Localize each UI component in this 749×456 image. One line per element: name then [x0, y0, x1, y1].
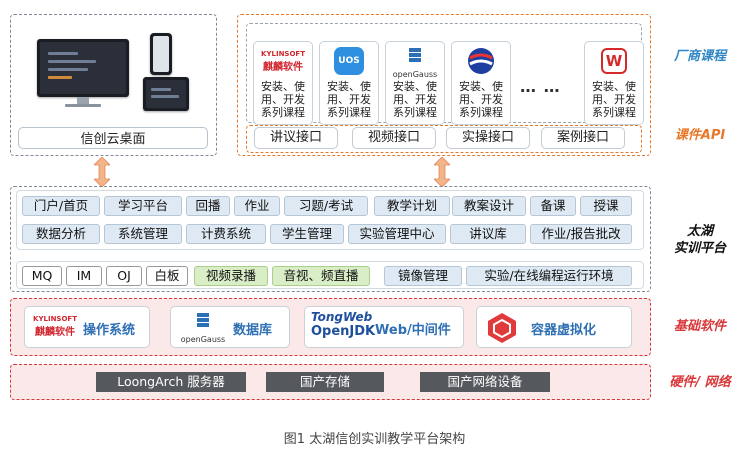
vendor-card-text: 安装、使 用、开发 系列课程	[393, 80, 437, 119]
monitor-stand	[77, 97, 89, 105]
container-icon	[488, 313, 516, 343]
more-vendors-ellipsis: … …	[520, 77, 561, 96]
wps-logo-text: W	[605, 52, 623, 70]
base-software-middleware[interactable]: TongWeb OpenJDK Web/中间件	[304, 306, 464, 348]
tile-system-management[interactable]: 系统管理	[104, 224, 182, 244]
tile-lecture-library[interactable]: 讲议库	[450, 224, 526, 244]
kylinsoft-logo-cn: 麒麟软件	[35, 327, 75, 338]
tongweb-logo: TongWeb OpenJDK	[311, 310, 375, 339]
base-software-container[interactable]: 容器虚拟化	[476, 306, 632, 348]
api-practice-button[interactable]: 实操接口	[446, 127, 530, 149]
tile-oj[interactable]: OJ	[106, 266, 142, 286]
vendor-card-4[interactable]: 安装、使 用、开发 系列课程	[451, 41, 511, 125]
vendor-course-panel: KYLINSOFT 麒麟软件 安装、使 用、开发 系列课程 UOS 安装、使 用…	[237, 14, 651, 156]
base-software-os[interactable]: KYLINSOFT 麒麟软件 操作系统	[24, 306, 150, 348]
openjdk-logo-text: OpenJDK	[311, 324, 376, 339]
tile-exercise-exam[interactable]: 习题/考试	[284, 196, 368, 216]
tongweb-logo-text: TongWeb	[311, 310, 373, 324]
kylinsoft-logo: KYLINSOFT 麒麟软件	[260, 46, 306, 76]
tile-mq[interactable]: MQ	[22, 266, 62, 286]
uos-logo: UOS	[326, 46, 372, 76]
kylinsoft-logo: KYLINSOFT 麒麟软件	[31, 315, 79, 338]
kylinsoft-logo-text: KYLINSOFT	[261, 50, 305, 58]
kylinsoft-logo-cn: 麒麟软件	[263, 62, 303, 73]
hardware-side-label: 硬件/ 网络	[669, 375, 731, 390]
tile-im[interactable]: IM	[66, 266, 102, 286]
vendor4-logo	[458, 46, 504, 76]
tile-video-recording[interactable]: 视频录播	[194, 266, 268, 286]
tile-billing[interactable]: 计费系统	[186, 224, 266, 244]
tile-teaching-plan[interactable]: 教学计划	[374, 196, 450, 216]
vendor-card-text: 安装、使 用、开发 系列课程	[459, 80, 503, 119]
api-case-button[interactable]: 案例接口	[541, 127, 625, 149]
vendor-card-kylinsoft[interactable]: KYLINSOFT 麒麟软件 安装、使 用、开发 系列课程	[253, 41, 313, 125]
wps-logo: W	[591, 46, 637, 76]
platform-panel	[10, 186, 651, 292]
db-label: 数据库	[233, 323, 273, 338]
cloud-desktop-label-box[interactable]: 信创云桌面	[18, 127, 208, 149]
vendor4-icon	[468, 48, 494, 74]
api-row	[246, 125, 642, 153]
tile-data-analysis[interactable]: 数据分析	[22, 224, 100, 244]
vendor-card-opengauss[interactable]: openGauss 安装、使 用、开发 系列课程	[385, 41, 445, 125]
tile-teach[interactable]: 授课	[580, 196, 632, 216]
monitor-image	[37, 39, 129, 97]
tile-learning-platform[interactable]: 学习平台	[104, 196, 182, 216]
opengauss-logo-text: openGauss	[180, 335, 226, 344]
vendor-card-text: 安装、使 用、开发 系列课程	[592, 80, 636, 119]
opengauss-logo: openGauss	[179, 311, 227, 344]
tile-lab-center[interactable]: 实验管理中心	[348, 224, 446, 244]
tile-portal[interactable]: 门户/首页	[22, 196, 100, 216]
vendor-card-text: 安装、使 用、开发 系列课程	[261, 80, 305, 119]
vendor-card-wps[interactable]: W 安装、使 用、开发 系列课程	[584, 41, 644, 125]
platform-side-label-1: 太湖	[686, 224, 713, 239]
tile-lesson-design[interactable]: 教案设计	[452, 196, 526, 216]
tile-student-management[interactable]: 学生管理	[270, 224, 344, 244]
container-label: 容器虚拟化	[531, 323, 597, 338]
uos-logo-text: UOS	[338, 56, 360, 66]
api-side-label: 课件API	[674, 128, 726, 143]
vendor-course-side-label: 厂商课程	[673, 49, 726, 64]
phone-image	[150, 33, 172, 75]
vendor-card-text: 安装、使 用、开发 系列课程	[327, 80, 371, 119]
api-video-button[interactable]: 视频接口	[352, 127, 436, 149]
base-software-db[interactable]: openGauss 数据库	[170, 306, 290, 348]
middleware-label: Web/中间件	[375, 323, 451, 338]
opengauss-logo-text: openGauss	[392, 70, 438, 79]
opengauss-icon	[197, 313, 209, 327]
kylinsoft-logo-text: KYLINSOFT	[33, 315, 77, 323]
opengauss-icon	[409, 48, 421, 62]
os-label: 操作系统	[83, 323, 136, 338]
tablet-image	[143, 77, 189, 111]
vendor-card-uos[interactable]: UOS 安装、使 用、开发 系列课程	[319, 41, 379, 125]
monitor-base	[65, 104, 101, 107]
cloud-desktop-label: 信创云桌面	[80, 132, 146, 147]
base-software-side-label: 基础软件	[673, 319, 726, 334]
tile-image-management[interactable]: 镜像管理	[384, 266, 462, 286]
tile-lab-runtime[interactable]: 实验/在线编程运行环境	[466, 266, 632, 286]
tile-whiteboard[interactable]: 白板	[146, 266, 188, 286]
tile-prepare[interactable]: 备课	[530, 196, 576, 216]
figure-caption: 图1 太湖信创实训教学平台架构	[283, 432, 466, 447]
desktop-panel: 信创云桌面	[10, 14, 217, 156]
hardware-loongarch-server[interactable]: LoongArch 服务器	[96, 372, 246, 392]
platform-side-label-2: 实训平台	[673, 241, 726, 256]
double-arrow-icon	[94, 157, 110, 187]
tile-homework[interactable]: 作业	[234, 196, 280, 216]
tile-replay[interactable]: 回播	[186, 196, 230, 216]
hardware-storage[interactable]: 国产存储	[266, 372, 384, 392]
api-lecture-button[interactable]: 讲议接口	[254, 127, 338, 149]
opengauss-logo: openGauss	[392, 46, 438, 79]
tile-grading[interactable]: 作业/报告批改	[530, 224, 632, 244]
tile-live-streaming[interactable]: 音视、频直播	[272, 266, 370, 286]
double-arrow-icon	[434, 157, 450, 187]
hardware-network[interactable]: 国产网络设备	[420, 372, 550, 392]
